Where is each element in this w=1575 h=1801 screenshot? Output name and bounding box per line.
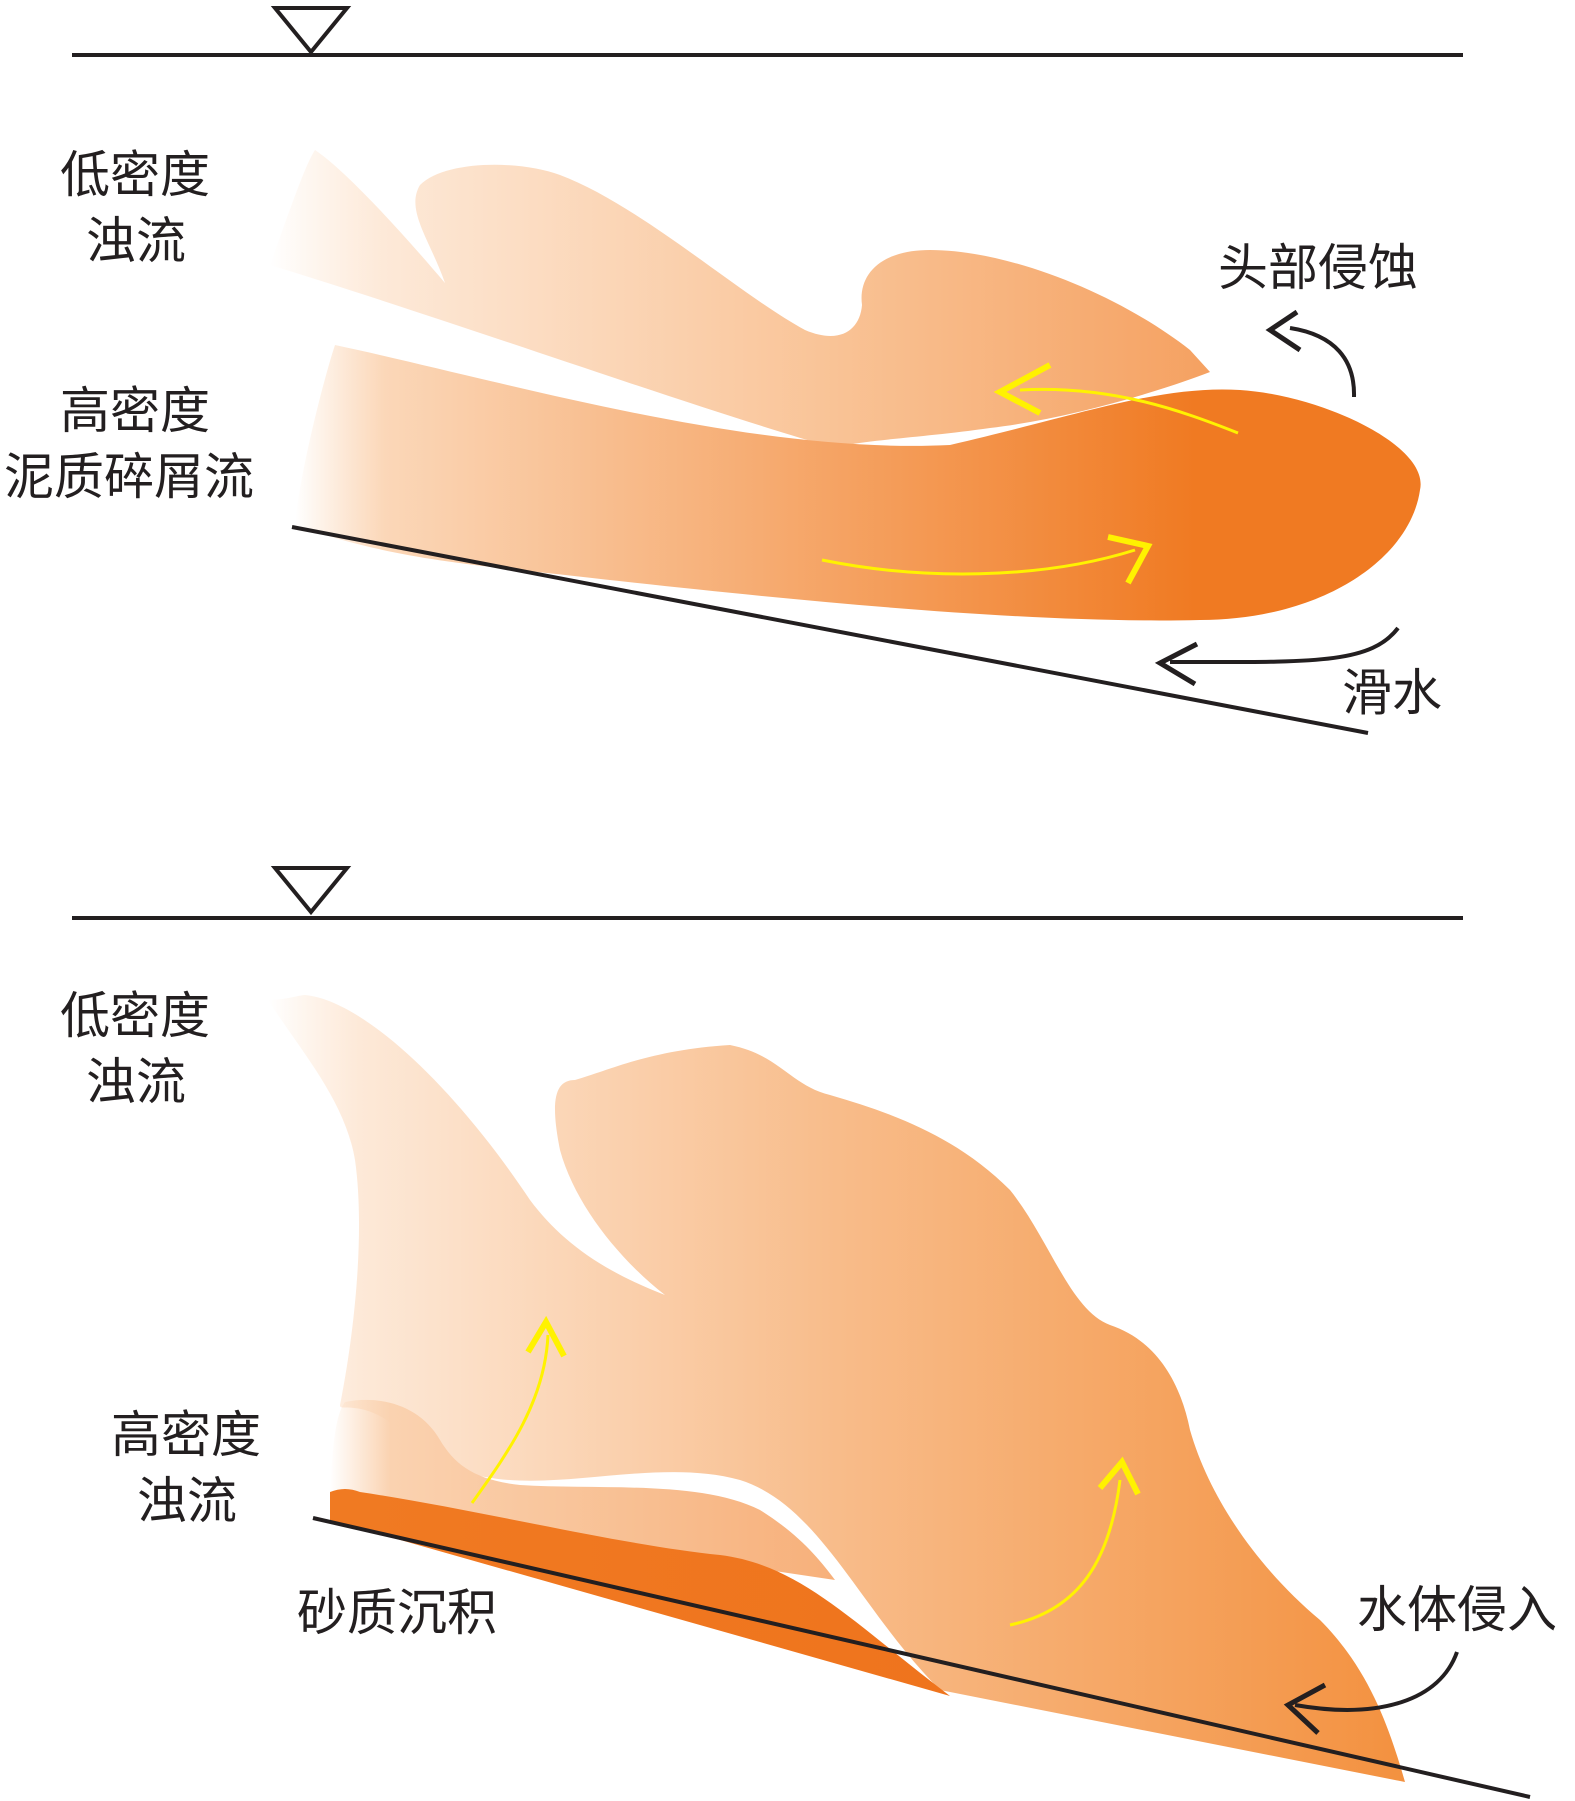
hydroplaning-arrow (1169, 626, 1400, 665)
low-density-label-bottom-l1: 低密度 (60, 987, 210, 1045)
high-density-label-bottom-l2: 浊流 (137, 1472, 237, 1530)
high-density-label-top-l1: 高密度 (60, 382, 210, 440)
high-density-debris-flow (295, 345, 1421, 621)
head-erosion-arrow-head (1265, 309, 1302, 353)
slope-line-top (291, 525, 1369, 735)
hydroplaning-arrow-head (1154, 641, 1199, 687)
rise-arrow-right-head (1097, 1456, 1141, 1496)
low-density-label-top-l2: 浊流 (86, 212, 186, 270)
circulation-arrow-lower-head (1107, 534, 1153, 585)
slope-line-bottom (312, 1516, 1531, 1799)
water-intrusion-label: 水体侵入 (1357, 1581, 1557, 1639)
high-density-turbidity-flow-bottom (330, 1399, 835, 1580)
top-panel: 低密度 浊流 高密度 泥质碎屑流 头部侵蚀 滑水 (4, 6, 1463, 735)
low-density-turbidity-flow (270, 150, 1210, 448)
rise-arrow-left-head (525, 1315, 567, 1358)
water-intrusion-arrow-head (1283, 1682, 1327, 1735)
sand-deposit-label: 砂质沉积 (297, 1584, 497, 1642)
high-density-label-bottom-l1: 高密度 (111, 1406, 261, 1464)
bottom-panel: 低密度 浊流 高密度 浊流 砂质沉积 水体侵入 (60, 866, 1557, 1799)
high-density-label-top-l2: 泥质碎屑流 (4, 448, 254, 506)
low-density-label-top-l1: 低密度 (60, 146, 210, 204)
circulation-arrow-upper-head (993, 362, 1052, 416)
head-erosion-arrow (1289, 326, 1357, 398)
hydroplaning-label: 滑水 (1342, 664, 1442, 722)
low-density-label-bottom-l2: 浊流 (86, 1053, 186, 1111)
water-intrusion-arrow (1294, 1651, 1459, 1712)
low-density-turbidity-flow-bottom (268, 995, 1405, 1782)
circulation-arrow-upper (1019, 387, 1239, 435)
head-erosion-label: 头部侵蚀 (1218, 239, 1418, 297)
water-level-symbol (270, 6, 352, 56)
rise-arrow-right (1009, 1479, 1122, 1627)
water-level-symbol-bottom (270, 866, 352, 916)
rise-arrow-left (470, 1334, 550, 1504)
circulation-arrow-lower (821, 548, 1136, 576)
